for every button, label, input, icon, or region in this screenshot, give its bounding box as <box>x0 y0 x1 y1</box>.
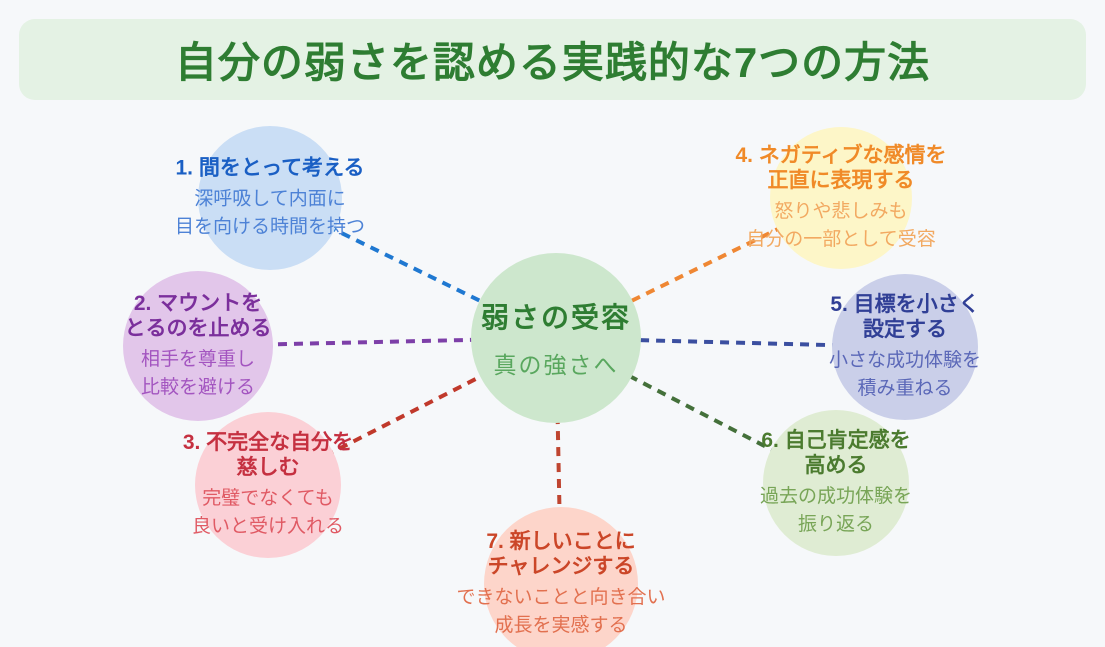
method-node-7: 7. 新しいことに チャレンジする できないことと向き合い 成長を実感する <box>456 507 666 647</box>
method-circle-2 <box>123 271 273 421</box>
method-node-1: 1. 間をとって考える 深呼吸して内面に 目を向ける時間を持つ <box>175 126 365 270</box>
method-label-1: 1. 間をとって考える 深呼吸して内面に 目を向ける時間を持つ <box>115 155 425 240</box>
center-title: 弱さの受容 <box>480 302 631 333</box>
method-label-4: 4. ネガティブな感情を 正直に表現する 怒りや悲しみも 自分の一部として受容 <box>686 143 996 253</box>
method-circle-3 <box>195 412 341 558</box>
method-title-6: 6. 自己肯定感を 高める <box>761 428 911 477</box>
method-title-5: 5. 目標を小さく 設定する <box>830 292 980 341</box>
method-description-4: 怒りや悲しみも 自分の一部として受容 <box>746 201 936 250</box>
method-circle-5 <box>832 274 978 420</box>
method-node-5: 5. 目標を小さく 設定する 小さな成功体験を 積み重ねる <box>829 274 981 420</box>
method-circle-4 <box>770 127 912 269</box>
center-circle <box>471 253 641 423</box>
method-description-3: 完璧でなくても 良いと受け入れる <box>191 488 344 537</box>
method-label-3: 3. 不完全な自分を 慈しむ 完璧でなくても 良いと受け入れる <box>113 430 423 540</box>
method-description-6: 過去の成功体験を 振り返る <box>759 486 912 535</box>
method-title-2: 2. マウントを とるのを止める <box>124 291 272 340</box>
method-label-5: 5. 目標を小さく 設定する 小さな成功体験を 積み重ねる <box>750 292 1060 402</box>
method-title-3: 3. 不完全な自分を 慈しむ <box>182 430 354 479</box>
method-label-2: 2. マウントを とるのを止める 相手を尊重し 比較を避ける <box>43 291 353 401</box>
method-title-4: 4. ネガティブな感情を 正直に表現する <box>735 143 947 192</box>
connector-line-2 <box>197 336 557 348</box>
method-circle-1 <box>198 126 342 270</box>
method-label-7: 7. 新しいことに チャレンジする できないことと向き合い 成長を実感する <box>406 529 716 639</box>
center-node: 弱さの受容 真の強さへ <box>471 253 641 423</box>
method-title-7: 7. 新しいことに チャレンジする <box>486 529 636 578</box>
page-title: 自分の弱さを認める実践的な7つの方法 <box>174 39 931 86</box>
method-node-2: 2. マウントを とるのを止める 相手を尊重し 比較を避ける <box>123 271 273 421</box>
method-description-1: 深呼吸して内面に 目を向ける時間を持つ <box>174 188 365 238</box>
center-label: 弱さの受容 真の強さへ <box>401 296 711 380</box>
method-title-1: 1. 間をとって考える <box>175 156 365 180</box>
method-circle-6 <box>763 410 909 556</box>
method-node-6: 6. 自己肯定感を 高める 過去の成功体験を 振り返る <box>760 410 912 556</box>
method-description-7: できないことと向き合い 成長を実感する <box>456 587 666 636</box>
method-description-5: 小さな成功体験を 積み重ねる <box>828 350 981 399</box>
method-node-3: 3. 不完全な自分を 慈しむ 完璧でなくても 良いと受け入れる <box>183 412 353 558</box>
method-circle-7 <box>484 507 638 647</box>
method-node-4: 4. ネガティブな感情を 正直に表現する 怒りや悲しみも 自分の一部として受容 <box>735 127 947 269</box>
method-description-2: 相手を尊重し 比較を避ける <box>140 349 255 398</box>
title-banner: 自分の弱さを認める実践的な7つの方法 <box>19 19 1086 100</box>
center-subtitle: 真の強さへ <box>493 352 619 378</box>
method-label-6: 6. 自己肯定感を 高める 過去の成功体験を 振り返る <box>681 428 991 538</box>
